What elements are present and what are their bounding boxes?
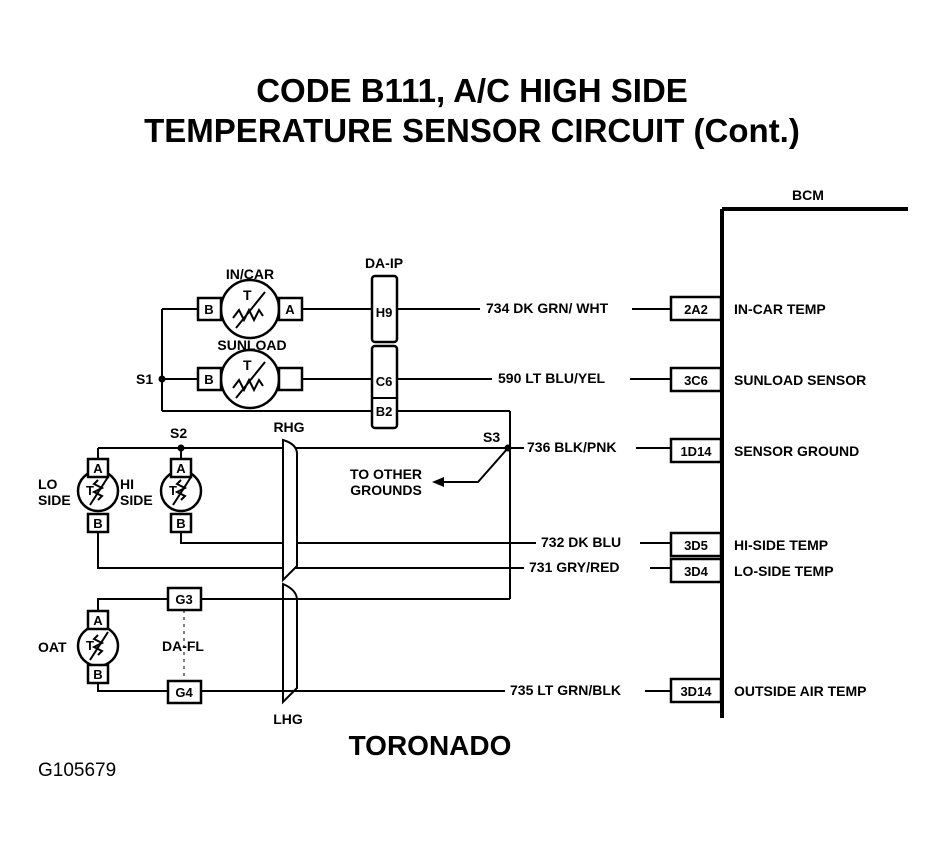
bcm-terminal-3d14: 3D14 OUTSIDE AIR TEMP bbox=[669, 677, 867, 704]
sensor-sunload: SUNLOAD T B bbox=[196, 337, 372, 410]
title-line-1: CODE B111, A/C HIGH SIDE bbox=[256, 72, 688, 109]
connector-pin-b2: B2 bbox=[376, 404, 393, 419]
sensor-oat-label: OAT bbox=[38, 639, 67, 655]
bcm-terminal-1d14: 1D14 SENSOR GROUND bbox=[669, 437, 859, 464]
other-grounds-callout: TO OTHER GROUNDS bbox=[350, 447, 509, 498]
sensor-oat-pin-a: A bbox=[93, 613, 103, 628]
connector-da-fl: G3 DA-FL G4 bbox=[97, 586, 510, 705]
grommet-lhg: LHG bbox=[273, 582, 303, 727]
sensor-hi-side-label-1: HI bbox=[120, 476, 134, 492]
sensor-oat-pin-b: B bbox=[93, 667, 102, 682]
wire-label-734: 734 DK GRN/ WHT bbox=[486, 300, 609, 316]
bcm-module: BCM bbox=[720, 187, 908, 718]
connector-da-ip: DA-IP H9 C6 B2 bbox=[365, 255, 403, 430]
bcm-pin-3c6: 3C6 bbox=[684, 373, 708, 388]
connector-pin-g3: G3 bbox=[175, 592, 192, 607]
bcm-name-3d14: OUTSIDE AIR TEMP bbox=[734, 683, 867, 699]
wire-label-732: 732 DK BLU bbox=[541, 534, 621, 550]
sensor-lo-side: LO SIDE T A B bbox=[38, 457, 120, 534]
bcm-pin-2a2: 2A2 bbox=[684, 302, 708, 317]
grommet-rhg-label: RHG bbox=[273, 419, 304, 435]
bcm-name-3d5: HI-SIDE TEMP bbox=[734, 537, 828, 553]
sensor-sunload-pin-b: B bbox=[204, 372, 213, 387]
splice-s1: S1 bbox=[136, 308, 372, 412]
bcm-name-3d4: LO-SIDE TEMP bbox=[734, 563, 834, 579]
model-label: TORONADO bbox=[349, 730, 512, 761]
bcm-pin-1d14: 1D14 bbox=[680, 444, 712, 459]
sensor-incar: IN/CAR T B A bbox=[196, 266, 372, 340]
bcm-label: BCM bbox=[792, 187, 824, 203]
wire-label-735: 735 LT GRN/BLK bbox=[510, 682, 621, 698]
grommet-rhg: RHG bbox=[273, 419, 305, 583]
grommet-lhg-label: LHG bbox=[273, 711, 303, 727]
connector-pin-g4: G4 bbox=[175, 685, 193, 700]
wire-label-590: 590 LT BLU/YEL bbox=[498, 370, 606, 386]
sensor-hi-side-label-2: SIDE bbox=[120, 492, 153, 508]
bcm-terminal-3d4: 3D4 LO-SIDE TEMP bbox=[669, 557, 834, 584]
sensor-incar-pin-b: B bbox=[204, 302, 213, 317]
figure-id: G105679 bbox=[38, 760, 116, 781]
sensor-sunload-label: SUNLOAD bbox=[217, 337, 286, 353]
bcm-pin-3d5: 3D5 bbox=[684, 538, 708, 553]
sensor-hi-side-pin-a: A bbox=[176, 461, 186, 476]
connector-pin-h9: H9 bbox=[376, 305, 393, 320]
sensor-lo-side-label-1: LO bbox=[38, 476, 58, 492]
sensor-hi-side-pin-b: B bbox=[176, 516, 185, 531]
wire-label-731: 731 GRY/RED bbox=[529, 559, 620, 575]
splice-s3-label: S3 bbox=[483, 429, 500, 445]
sensor-hi-side-symbol: T bbox=[169, 483, 177, 498]
sensor-oat: OAT T A B bbox=[38, 609, 120, 685]
title-line-2: TEMPERATURE SENSOR CIRCUIT (Cont.) bbox=[144, 112, 800, 149]
sensor-sunload-symbol: T bbox=[243, 357, 252, 373]
bcm-pin-3d14: 3D14 bbox=[680, 684, 712, 699]
other-grounds-line-2: GROUNDS bbox=[350, 482, 422, 498]
sensor-incar-symbol: T bbox=[243, 287, 252, 303]
bcm-name-3c6: SUNLOAD SENSOR bbox=[734, 372, 866, 388]
sensor-lo-side-pin-a: A bbox=[93, 461, 103, 476]
sensor-oat-symbol: T bbox=[86, 638, 94, 653]
connector-da-ip-label: DA-IP bbox=[365, 255, 403, 271]
bcm-name-1d14: SENSOR GROUND bbox=[734, 443, 859, 459]
sensor-lo-side-label-2: SIDE bbox=[38, 492, 71, 508]
sensor-hi-side: HI SIDE T A B bbox=[120, 457, 203, 534]
sensor-lo-side-pin-b: B bbox=[93, 516, 102, 531]
connector-pin-c6: C6 bbox=[376, 374, 393, 389]
bcm-terminal-2a2: 2A2 IN-CAR TEMP bbox=[669, 295, 826, 322]
other-grounds-line-1: TO OTHER bbox=[350, 466, 422, 482]
splice-s1-label: S1 bbox=[136, 371, 153, 387]
sensor-lo-side-symbol: T bbox=[86, 483, 94, 498]
bcm-terminal-3c6: 3C6 SUNLOAD SENSOR bbox=[669, 366, 866, 393]
wire-label-736: 736 BLK/PNK bbox=[527, 439, 616, 455]
bcm-terminal-3d5: 3D5 HI-SIDE TEMP bbox=[669, 531, 828, 558]
bcm-pin-3d4: 3D4 bbox=[684, 564, 709, 579]
sensor-incar-label: IN/CAR bbox=[226, 266, 274, 282]
bcm-name-2a2: IN-CAR TEMP bbox=[734, 301, 826, 317]
connector-da-fl-label: DA-FL bbox=[162, 638, 204, 654]
splice-s2-label: S2 bbox=[170, 425, 187, 441]
sensor-incar-pin-a: A bbox=[285, 302, 295, 317]
